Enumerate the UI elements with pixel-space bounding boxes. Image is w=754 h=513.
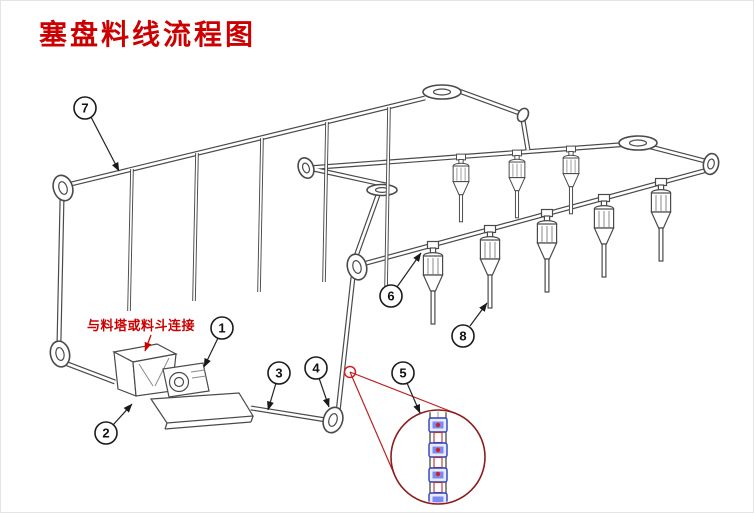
- corner-wheel: [49, 340, 71, 368]
- corner-wheels: [49, 84, 720, 434]
- plug-disc: [428, 417, 448, 433]
- callout-circle: [267, 361, 291, 385]
- leader-line: [90, 116, 120, 172]
- drive-unit: [112, 343, 255, 430]
- junction-marker: [343, 365, 357, 379]
- leader-line: [318, 377, 330, 408]
- callout-number: 7: [81, 101, 88, 116]
- leader-line: [112, 403, 133, 426]
- plug-disc: [428, 442, 448, 458]
- leader-line: [203, 337, 219, 368]
- annotation: 与料塔或料斗连接: [87, 318, 195, 352]
- corner-wheel: [322, 406, 344, 434]
- chain-link: [433, 481, 443, 494]
- corner-wheel: [52, 174, 74, 202]
- callout-circle: [94, 421, 118, 445]
- callout-circle: [73, 96, 97, 120]
- callout-5: 5: [391, 361, 421, 414]
- chain-detail: [428, 411, 448, 503]
- tensioner-disc: [366, 183, 398, 197]
- callout-7: 7: [73, 96, 120, 172]
- leader-line: [396, 252, 422, 288]
- callout-number: 8: [459, 329, 466, 344]
- annotation-label: 与料塔或料斗连接: [87, 318, 195, 333]
- callout-number: 2: [102, 426, 109, 441]
- leader-line: [469, 302, 488, 327]
- chain-link: [433, 456, 443, 469]
- tensioner-disc: [422, 84, 462, 100]
- callout-circle: [304, 356, 328, 380]
- callout-number: 4: [312, 361, 320, 376]
- feeder-hopper: [536, 208, 558, 293]
- callout-circle: [379, 284, 403, 308]
- feeder-hopper: [650, 177, 672, 262]
- corner-wheel: [297, 157, 315, 179]
- leader-line: [267, 382, 277, 411]
- magnifier-detail: [343, 365, 486, 505]
- callout-circle: [451, 324, 475, 348]
- base-plate: [149, 392, 255, 424]
- callout-number: 1: [218, 321, 225, 336]
- pipe-elbow: [516, 107, 530, 123]
- callout-circle: [210, 316, 234, 340]
- callout-1: 1: [203, 316, 234, 368]
- tensioner-disc: [618, 135, 658, 151]
- callout-2: 2: [94, 403, 133, 445]
- callout-number: 6: [387, 289, 394, 304]
- callout-4: 4: [304, 356, 330, 408]
- callout-circle: [391, 361, 415, 385]
- annotation-arrow: [144, 334, 152, 352]
- page-title: 塞盘料线流程图: [39, 19, 257, 50]
- magnifier-circle: [390, 409, 486, 505]
- chain-link: [433, 431, 443, 444]
- feeder-hopper: [593, 193, 615, 278]
- callout-number: 5: [399, 366, 406, 381]
- callout-8: 8: [451, 302, 488, 348]
- callout-3: 3: [267, 361, 291, 411]
- corner-wheel: [702, 152, 720, 176]
- plug-disc: [428, 467, 448, 483]
- feeder-hopper: [422, 240, 444, 325]
- callout-6: 6: [379, 252, 422, 308]
- corner-wheel: [346, 253, 368, 281]
- feeder-hopper: [508, 149, 526, 219]
- callout-number: 3: [275, 366, 282, 381]
- feeder-hopper: [479, 224, 501, 309]
- plug-disc: [428, 492, 448, 503]
- leader-line: [406, 382, 421, 414]
- feeder-hopper: [452, 153, 470, 223]
